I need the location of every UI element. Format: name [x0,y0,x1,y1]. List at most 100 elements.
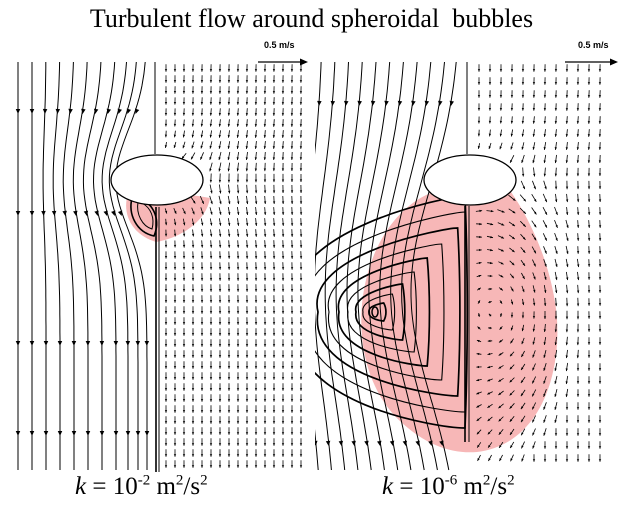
velocity-arrowhead [227,289,231,292]
velocity-arrowhead [554,394,557,397]
velocity-arrowhead [290,410,294,413]
velocity-arrowhead [510,120,514,124]
velocity-arrowhead [254,333,258,336]
velocity-arrowhead [191,366,195,369]
velocity-arrowhead [182,69,186,72]
velocity-arrowhead [281,344,285,347]
velocity-arrowhead [254,432,258,435]
velocity-arrowhead [200,134,203,138]
velocity-arrowhead [245,190,249,194]
velocity-arrowhead [164,80,168,83]
velocity-arrowhead [487,405,491,408]
velocity-arrowhead [576,95,580,98]
velocity-arrowhead [598,199,602,202]
velocity-arrowhead [576,108,580,111]
velocity-arrowhead [479,209,483,213]
streamline-arrowhead [113,340,119,346]
velocity-arrowhead [532,69,536,72]
velocity-arrowhead [554,186,558,190]
velocity-arrowhead [587,238,591,241]
velocity-arrowhead [598,82,602,85]
velocity-arrowhead [543,147,546,150]
velocity-arrowhead [576,420,580,423]
velocity-arrowhead [521,95,525,98]
velocity-arrowhead [263,344,267,347]
velocity-arrowhead [263,157,267,161]
velocity-arrowhead [587,316,591,319]
velocity-arrowhead [587,420,591,423]
velocity-arrowhead [544,250,547,254]
velocity-arrowhead [299,289,303,292]
velocity-arrowhead [263,322,267,325]
velocity-arrowhead [227,432,231,435]
velocity-arrowhead [236,267,240,270]
velocity-arrowhead [532,367,535,371]
velocity-arrowhead [182,421,186,424]
velocity-arrowhead [209,366,213,369]
velocity-arrowhead [182,267,186,270]
velocity-arrowhead [272,256,276,259]
caption-unit: m [463,473,483,500]
velocity-arrowhead [164,344,168,347]
velocity-arrowhead [201,211,204,215]
velocity-arrowhead [554,433,558,436]
velocity-arrowhead [236,245,240,248]
velocity-arrowhead [290,102,294,105]
velocity-arrowhead [263,102,267,105]
velocity-arrowhead [164,465,168,468]
velocity-arrowhead [219,212,222,215]
velocity-arrowhead [200,256,204,259]
velocity-arrowhead [164,145,168,148]
velocity-arrowhead [201,222,204,226]
velocity-arrowhead [263,465,267,468]
streamline-arrowhead [15,109,21,114]
streamline-arrowhead [364,440,369,446]
velocity-arrowhead [209,102,213,105]
streamline [335,62,363,471]
velocity-arrowhead [598,433,602,436]
velocity-arrowhead [245,333,249,336]
velocity-arrowhead [543,432,546,436]
velocity-arrowhead [299,311,303,314]
velocity-arrowhead [281,322,285,325]
velocity-arrowhead [236,333,240,336]
velocity-arrowhead [299,344,303,347]
velocity-arrowhead [290,377,294,380]
velocity-arrowhead [191,355,195,358]
velocity-arrowhead [299,69,303,72]
velocity-arrowhead [598,108,602,111]
velocity-arrowhead [598,368,602,371]
velocity-arrowhead [263,333,267,336]
velocity-arrowhead [236,399,240,402]
velocity-arrowhead [191,465,195,468]
velocity-arrowhead [218,311,222,314]
caption-exponent: -2 [137,472,151,489]
velocity-arrowhead [245,399,249,402]
velocity-arrowhead [182,300,186,303]
streamline-arrowhead [103,210,108,216]
velocity-arrowhead [200,156,203,160]
velocity-arrowhead [237,201,240,205]
velocity-arrowhead [200,432,204,435]
velocity-arrowhead [512,223,516,227]
velocity-arrowhead [227,410,231,413]
velocity-arrowhead [576,121,580,124]
velocity-arrowhead [489,287,493,291]
velocity-arrowhead [281,80,285,83]
velocity-arrowhead [200,244,204,248]
velocity-arrowhead [476,378,480,382]
velocity-arrowhead [218,267,222,270]
velocity-arrowhead [191,156,194,160]
velocity-arrowhead [281,212,285,215]
velocity-arrowhead [532,328,536,332]
velocity-arrowhead [272,245,276,248]
velocity-arrowhead [200,388,204,391]
velocity-arrowhead [218,432,222,435]
velocity-arrowhead [544,199,547,203]
velocity-arrowhead [182,355,186,358]
velocity-arrowhead [487,352,491,356]
velocity-arrowhead [227,256,231,259]
velocity-arrowhead [290,124,294,127]
velocity-arrowhead [576,459,580,462]
velocity-arrowhead [598,329,602,332]
